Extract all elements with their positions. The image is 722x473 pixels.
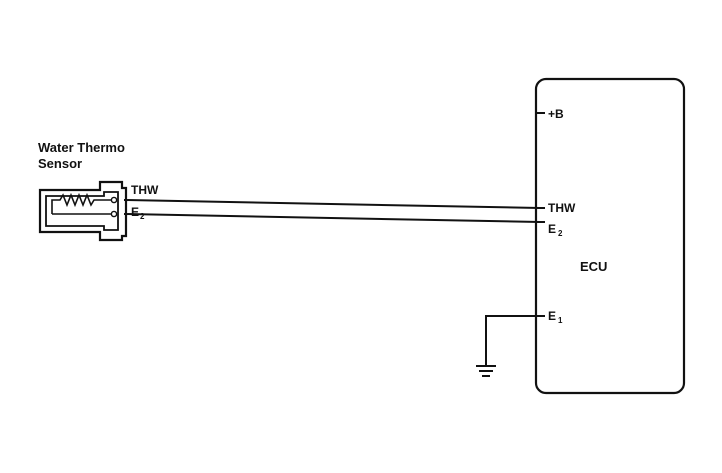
sensor-pin-e2-subscript: 2 [140,212,145,221]
sensor-title-line2: Sensor [38,156,82,171]
wire-e1-ground [485,315,536,366]
thermistor-resistor-icon [51,192,118,218]
ecu-label: ECU [580,259,607,274]
sensor-inner-chamber [45,191,119,231]
wire-thw [123,199,541,209]
sensor-pin-e2-label: E [131,205,139,219]
ecu-box [534,77,686,395]
sensor-housing [38,180,128,242]
ecu-pin-e1-label: E [548,309,556,323]
ground-symbol-icon [476,365,496,377]
sensor-title-line1: Water Thermo [38,140,125,155]
ecu-pin-e2-subscript: 2 [558,229,563,238]
ecu-pin-b-label: +B [548,107,564,121]
ecu-pin-e1-subscript: 1 [558,316,563,325]
ecu-pin-e2-label: E [548,222,556,236]
sensor-pin-thw-label: THW [131,183,159,197]
wire-e2 [123,213,541,223]
ecu-pin-thw-label: THW [548,201,576,215]
